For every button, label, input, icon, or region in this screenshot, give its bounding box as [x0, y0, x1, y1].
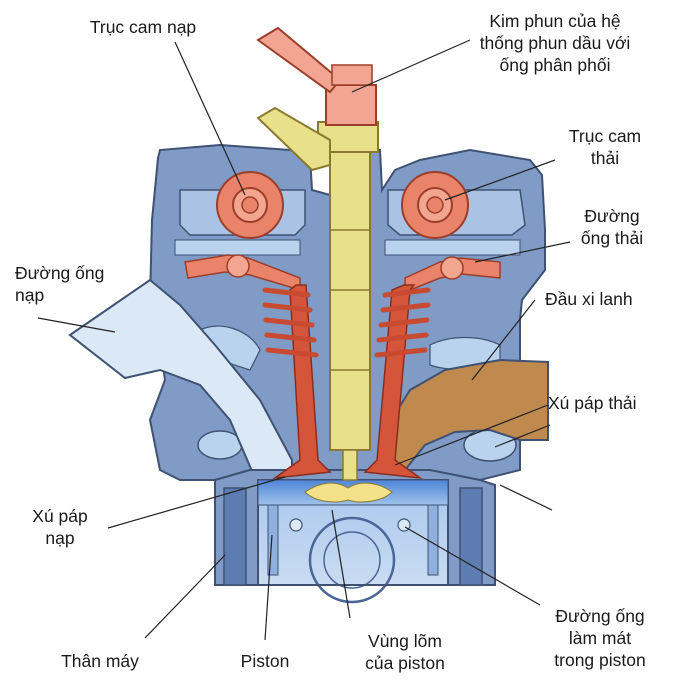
leader-piston-cooling [404, 526, 541, 606]
piston-pin-boss [308, 516, 396, 604]
label-exhaust-camshaft: Trục cam thải [555, 125, 655, 169]
leader-piston-bowl [331, 509, 351, 619]
block-liner-left [223, 487, 247, 586]
exhaust-valve [363, 284, 423, 480]
leader-intake-camshaft [174, 41, 246, 196]
leader-injector [351, 39, 471, 93]
label-intake-camshaft: Trục cam nạp [58, 16, 228, 38]
label-piston-bowl-line-2: của piston [365, 653, 445, 673]
water-jacket-right [384, 239, 521, 256]
leader-piston [264, 534, 273, 641]
label-piston-bowl: Vùng lõm của piston [345, 630, 465, 674]
leader-exhaust-port [474, 241, 571, 263]
piston-bowl [304, 482, 393, 503]
injector-connector-tab [331, 64, 373, 86]
injector-collar [317, 121, 379, 153]
label-piston-text: Piston [240, 651, 290, 671]
label-exhaust-port: Đường ống thải [562, 205, 662, 249]
leader-intake-valve [107, 476, 286, 529]
label-exhaust-port-line-2: ống thải [580, 228, 644, 248]
label-cylinder-head: Đầu xi lanh [545, 288, 670, 310]
label-cylinder-head-text: Đầu xi lanh [545, 289, 633, 309]
leader-intake-port [37, 317, 116, 333]
label-intake-camshaft-text: Trục cam nạp [89, 17, 197, 37]
label-intake-valve-line-1: Xú páp [32, 506, 88, 526]
label-intake-port-line-2: nạp [15, 285, 45, 305]
leader-exhaust-camshaft [444, 159, 556, 201]
injector-tip [342, 449, 358, 481]
exhaust-port [373, 358, 549, 471]
leader-exhaust-valve-2 [494, 424, 551, 448]
label-injector-line-2: thống phun dầu với [479, 33, 631, 53]
label-piston-cooling-line-3: trong piston [554, 650, 646, 670]
label-exhaust-camshaft-line-1: Trục cam [568, 126, 642, 146]
piston-ring-groove [267, 504, 279, 576]
exhaust-rocker-pivot [440, 256, 464, 280]
label-engine-block-text: Thân máy [61, 651, 139, 671]
leader-lines [37, 39, 571, 641]
label-piston: Piston [215, 650, 315, 672]
intake-valve-spring [262, 287, 319, 358]
label-injector: Kim phun của hệ thống phun dầu với ống p… [455, 10, 655, 76]
label-injector-line-3: ống phân phối [499, 55, 611, 75]
leader-block-right [499, 484, 553, 511]
intake-camshaft-hub [241, 196, 259, 214]
piston-pin-inner [323, 531, 381, 589]
label-intake-valve: Xú páp nạp [15, 505, 105, 549]
label-exhaust-valve-text: Xú páp thải [548, 393, 637, 413]
intake-valve [272, 284, 332, 480]
leader-exhaust-valve [394, 404, 549, 466]
label-exhaust-valve: Xú páp thải [548, 392, 673, 414]
label-injector-line-1: Kim phun của hệ [489, 11, 621, 31]
exhaust-camshaft-hub [426, 196, 444, 214]
water-jacket-left-lower [197, 430, 243, 460]
leader-engine-block [144, 554, 226, 639]
leader-cylinder-head [471, 299, 536, 381]
piston-ring-groove-right [427, 504, 439, 576]
intake-rocker-pivot [226, 254, 250, 278]
label-intake-port: Đường ống nạp [15, 262, 145, 306]
label-exhaust-port-line-1: Đường [584, 206, 640, 226]
exhaust-valve-spring [374, 287, 431, 358]
label-exhaust-camshaft-line-2: thải [590, 148, 620, 168]
injector-connector [256, 26, 342, 94]
label-intake-valve-line-2: nạp [45, 528, 75, 548]
label-piston-cooling: Đường ống làm mát trong piston [530, 605, 670, 671]
water-jacket-left [174, 239, 301, 256]
label-piston-cooling-line-1: Đường ống [555, 606, 645, 626]
label-engine-block: Thân máy [40, 650, 160, 672]
piston-cooling-gallery-left [289, 518, 303, 532]
label-intake-port-line-1: Đường ống [15, 263, 105, 283]
label-piston-bowl-line-1: Vùng lõm [368, 631, 442, 651]
injector-head [325, 84, 377, 126]
injector-fuel-inlet [256, 106, 331, 172]
label-piston-cooling-line-2: làm mát [568, 628, 632, 648]
block-liner-right [459, 487, 483, 586]
